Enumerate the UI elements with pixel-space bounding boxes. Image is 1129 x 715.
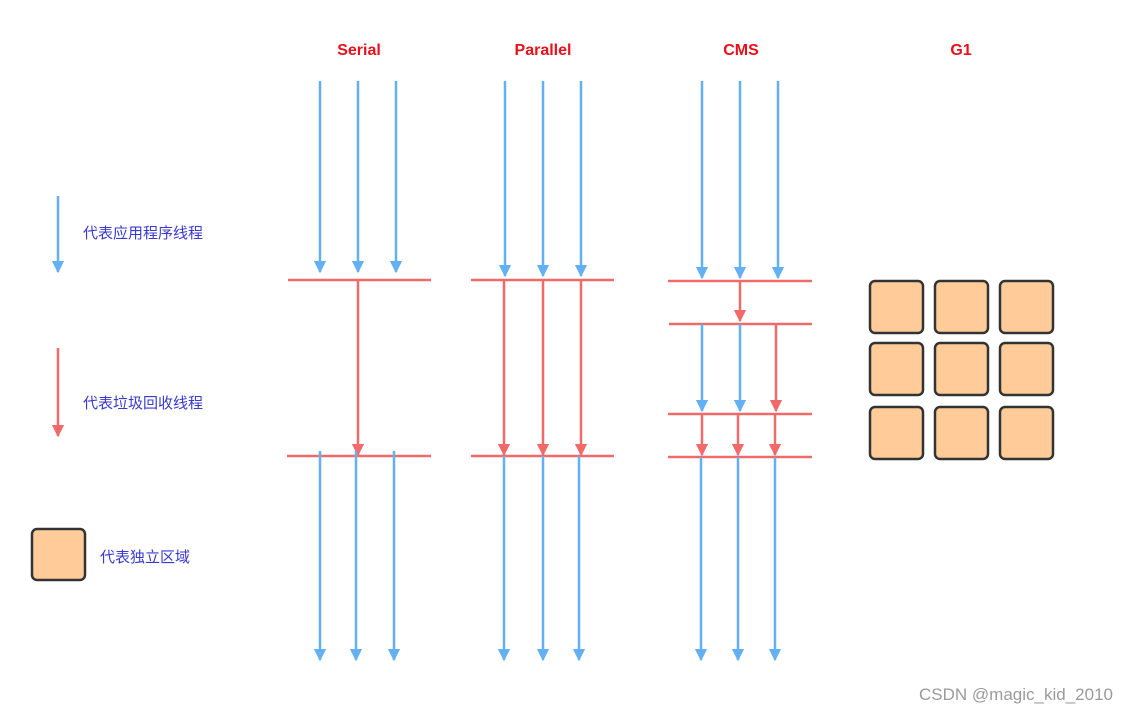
parallel-diagram bbox=[471, 81, 614, 662]
legend-region-label: 代表独立区域 bbox=[100, 548, 191, 566]
serial-title: Serial bbox=[337, 42, 381, 59]
cms-title: CMS bbox=[723, 42, 759, 59]
legend bbox=[30, 196, 87, 582]
g1-region bbox=[933, 279, 990, 335]
g1-region bbox=[868, 279, 925, 335]
parallel-title: Parallel bbox=[514, 42, 572, 59]
g1-region bbox=[998, 279, 1055, 335]
g1-title: G1 bbox=[950, 42, 972, 59]
serial-diagram bbox=[287, 81, 431, 662]
legend-region-box bbox=[30, 527, 87, 582]
g1-region bbox=[868, 341, 925, 397]
g1-region bbox=[933, 341, 990, 397]
g1-region-grid bbox=[868, 279, 1055, 461]
legend-gc-thread-label: 代表垃圾回收线程 bbox=[83, 394, 204, 412]
g1-region bbox=[998, 341, 1055, 397]
legend-app-thread-label: 代表应用程序线程 bbox=[83, 224, 204, 242]
g1-region bbox=[933, 405, 990, 461]
g1-region bbox=[998, 405, 1055, 461]
cms-diagram bbox=[668, 81, 812, 662]
watermark: CSDN @magic_kid_2010 bbox=[919, 685, 1113, 704]
g1-region bbox=[868, 405, 925, 461]
